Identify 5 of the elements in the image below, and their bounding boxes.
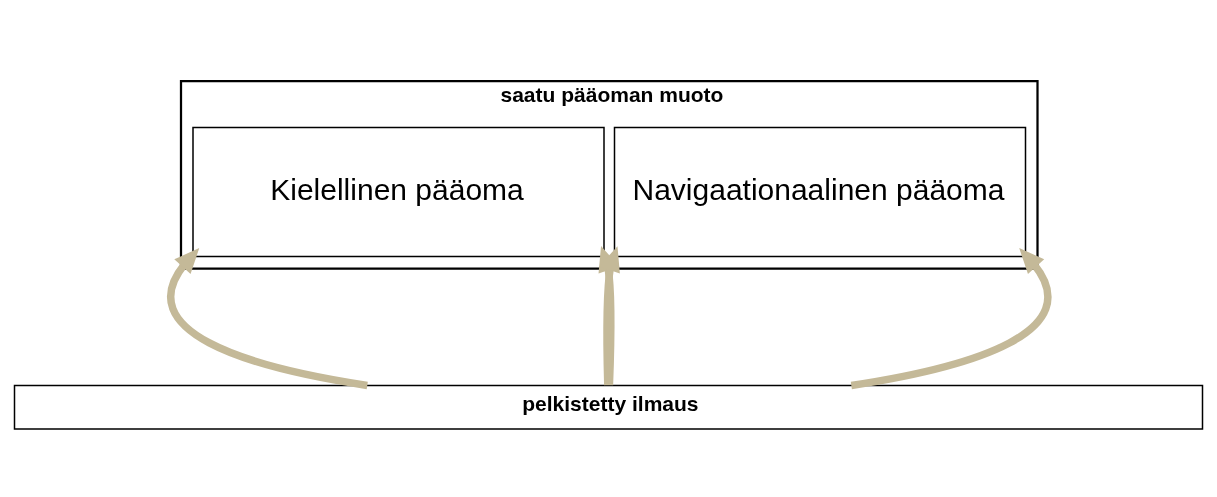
node-box: Navigaationaalinen pääoma [613, 126, 1027, 257]
arrow [850, 247, 1052, 389]
node-box: pelkistetty ilmaus [13, 384, 1204, 430]
arrow [167, 247, 368, 389]
node-box: Kielellinen pääoma [192, 126, 605, 257]
